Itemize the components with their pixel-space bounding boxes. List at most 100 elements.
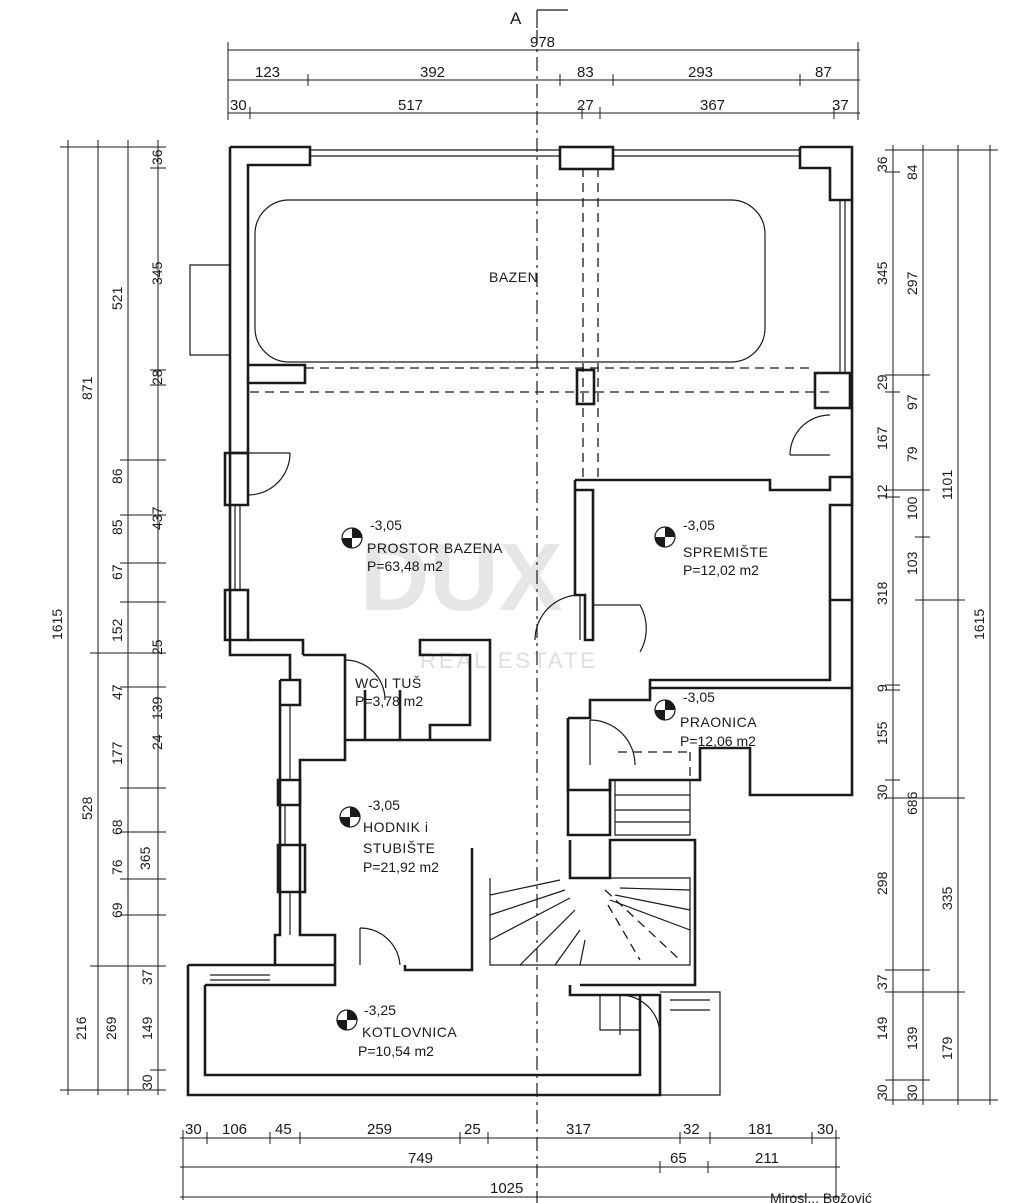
dim-bottom-1-1: 30 [185,1121,202,1138]
room-prostor-area: P=63,48 m2 [367,558,443,574]
dim-left-871: 871 [79,376,95,400]
room-bazen-name: BAZEN [489,269,538,285]
dim-right-a-2: 345 [874,261,890,285]
dim-bottom-1-5: 25 [464,1121,481,1138]
dim-top-2-5: 87 [815,64,832,81]
dim-left-b-7: 24 [149,734,165,750]
dim-bottom-1-4: 259 [367,1121,392,1138]
dim-right-b-1: 84 [904,164,920,180]
room-spremiste-name: SPREMIŠTE [683,544,768,560]
dim-left-269: 269 [103,1016,119,1040]
dim-left-521: 521 [109,286,125,310]
dim-left-a-4: 152 [109,618,125,642]
dim-bottom-1-2: 106 [222,1121,247,1138]
bottom-dimensions: 30 106 45 259 25 317 32 181 30 749 65 21… [180,1121,840,1200]
room-hodnik-area: P=21,92 m2 [363,859,439,875]
dim-left-b-4: 437 [149,506,165,530]
level-icon-praonica [654,699,676,721]
room-praonica-level: -3,05 [683,689,715,705]
doors [247,414,831,1036]
dim-left-a-12: 30 [139,1074,155,1090]
room-kotlovnica-name: KOTLOVNICA [362,1024,457,1040]
dim-right-a-6: 318 [874,581,890,605]
dim-bottom-2-2: 65 [670,1150,687,1167]
dim-right-a-13: 30 [874,1084,890,1100]
room-wc-name: WC I TUŠ [355,675,422,691]
dim-left-a-2: 85 [109,519,125,535]
room-prostor-level: -3,05 [370,517,402,533]
room-wc-area: P=3,78 m2 [355,693,423,709]
right-dimensions: 36 345 29 167 12 318 9 155 30 298 37 149… [874,145,998,1105]
dim-right-b-9: 30 [904,1084,920,1100]
room-kotlovnica-level: -3,25 [364,1002,396,1018]
dim-bottom-1-7: 32 [683,1121,700,1138]
room-hodnik-name2: STUBIŠTE [363,840,435,856]
dim-bottom-1-3: 45 [275,1121,292,1138]
room-kotlovnica-area: P=10,54 m2 [358,1043,434,1059]
dim-right-b-3: 97 [904,394,920,410]
dim-left-a-3: 67 [109,564,125,580]
dim-bottom-1-6: 317 [566,1121,591,1138]
dim-right-a-5: 12 [874,484,890,500]
dim-left-a-7: 68 [109,819,125,835]
dim-right-a-9: 30 [874,784,890,800]
room-labels: BAZEN -3,05 PROSTOR BAZENA P=63,48 m2 -3… [355,269,768,1059]
dim-right-b-2: 297 [904,271,920,295]
dim-top-3-2: 517 [398,97,423,114]
section-axis-a: A [510,9,568,1203]
room-praonica-name: PRAONICA [680,714,757,730]
dim-bottom-2-1: 749 [408,1150,433,1167]
dim-bottom-1-9: 30 [817,1121,834,1138]
top-dimensions: 978 123 392 83 293 87 30 517 27 367 37 [227,34,860,120]
dim-right-b-6: 103 [904,551,920,575]
dim-right-a-12: 149 [874,1016,890,1040]
dim-left-a-11: 149 [139,1016,155,1040]
dim-left-b-2: 345 [149,261,165,285]
dim-left-a-6: 177 [109,741,125,765]
room-hodnik-name1: HODNIK i [363,819,428,835]
level-icon-prostor [341,527,363,549]
dim-right-a-8: 155 [874,721,890,745]
watermark-logo: DUX [360,524,563,631]
dim-left-a-10: 37 [139,969,155,985]
dim-left-b-3: 28 [149,369,165,385]
pool-basin [254,199,766,363]
signature: Mirosl... Božović [770,1190,872,1203]
dim-top-3-3: 27 [577,97,594,114]
dim-left-b-8: 365 [137,846,153,870]
dim-top-2-4: 293 [688,64,713,81]
dim-right-a-11: 37 [874,974,890,990]
dim-right-a-4: 167 [874,426,890,450]
dim-top-3-4: 367 [700,97,725,114]
dim-right-a-10: 298 [874,871,890,895]
dim-left-a-1: 86 [109,468,125,484]
dim-left-overall: 1615 [49,609,65,640]
dim-right-a-1: 36 [874,156,890,172]
dim-left-a-9: 69 [109,902,125,918]
dim-left-b-1: 36 [149,149,165,165]
section-marker: A [510,9,522,28]
dim-right-b-5: 100 [904,496,920,520]
dim-bottom-overall: 1025 [490,1180,523,1197]
dim-right-a-3: 29 [874,374,890,390]
watermark-tagline: REAL ESTATE [420,648,598,673]
dim-bottom-1-8: 181 [748,1121,773,1138]
dim-right-c-3: 179 [939,1036,955,1060]
level-icon-spremiste [654,526,676,548]
dim-top-2-3: 83 [577,64,594,81]
left-dimensions: 1615 871 528 216 521 269 86 85 67 152 47… [49,140,166,1095]
dim-top-overall: 978 [530,34,555,51]
level-icon-hodnik [339,806,361,828]
dim-left-a-8: 76 [109,859,125,875]
room-hodnik-level: -3,05 [368,797,400,813]
level-icon-kotlovnica [336,1009,358,1031]
walls [186,145,854,1097]
room-spremiste-area: P=12,02 m2 [683,562,759,578]
dim-right-c-2: 335 [939,886,955,910]
dim-left-a-5: 47 [109,684,125,700]
dim-left-b-5: 25 [149,639,165,655]
dim-top-3-1: 30 [230,97,247,114]
level-markers [336,526,676,1031]
dim-left-216: 216 [73,1016,89,1040]
